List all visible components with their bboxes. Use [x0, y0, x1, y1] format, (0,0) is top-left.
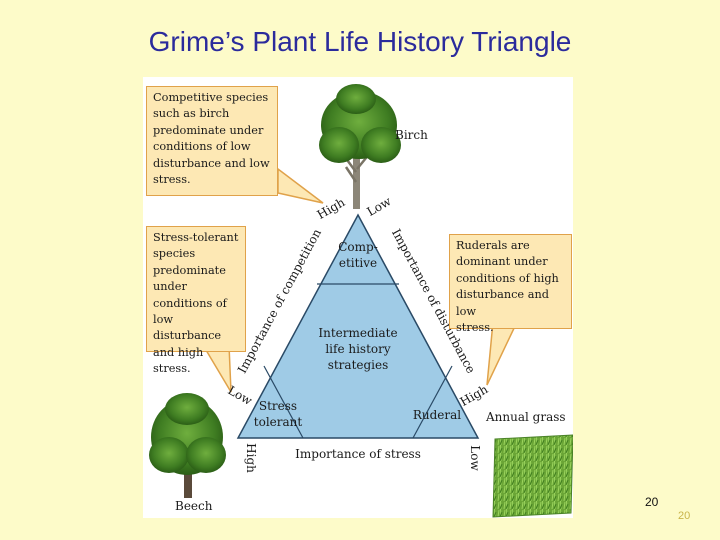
competitive-callout-text: Competitive species such as birch predom…	[153, 91, 270, 187]
beech-label: Beech	[175, 499, 213, 513]
beech-tree-image	[149, 393, 226, 498]
ruderal-label: Ruderal	[413, 408, 461, 422]
stress-divider	[263, 365, 304, 439]
stress-high-label: High	[244, 443, 258, 473]
disturbance-high-label: High	[458, 382, 491, 409]
birch-label: Birch	[395, 128, 428, 142]
stress-tolerant-label-2: tolerant	[254, 415, 303, 429]
competitive-callout: Competitive species such as birch predom…	[146, 86, 278, 196]
annual-grass-label: Annual grass	[485, 410, 566, 424]
competition-high-label: High	[315, 195, 348, 222]
stress-low-label: Low	[468, 445, 482, 471]
stress-tolerant-label-1: Stress	[259, 399, 297, 413]
birch-tree-image	[319, 84, 401, 209]
ruderal-divider	[412, 365, 453, 439]
stress-tolerant-callout-text: Stress-tolerant species predominate unde…	[153, 231, 239, 376]
competitive-label-1: Comp-	[338, 240, 378, 254]
intermediate-label-2: life history	[325, 342, 391, 356]
slide-number: 20	[645, 495, 659, 509]
life-history-triangle	[236, 213, 480, 439]
ruderal-callout: Ruderals are dominant under conditions o…	[449, 234, 572, 334]
competition-low-label: Low	[225, 383, 255, 408]
slide-title: Grime’s Plant Life History Triangle	[148, 26, 572, 57]
intermediate-label-1: Intermediate	[318, 326, 397, 340]
annual-grass-image	[492, 434, 573, 518]
stress-axis-label: Importance of stress	[295, 447, 421, 461]
intermediate-label-3: strategies	[328, 358, 389, 372]
stress-tolerant-callout: Stress-tolerant species predominate unde…	[146, 226, 246, 375]
life-history-figure: Comp- etitive Intermediate life history …	[143, 77, 573, 518]
ruderal-callout-text: Ruderals are dominant under conditions o…	[456, 239, 559, 335]
slide-number-shadow: 20	[678, 510, 691, 522]
competitive-label-2: etitive	[339, 256, 377, 270]
competitive-callout-pointer	[277, 167, 324, 204]
disturbance-low-label: Low	[364, 194, 394, 219]
